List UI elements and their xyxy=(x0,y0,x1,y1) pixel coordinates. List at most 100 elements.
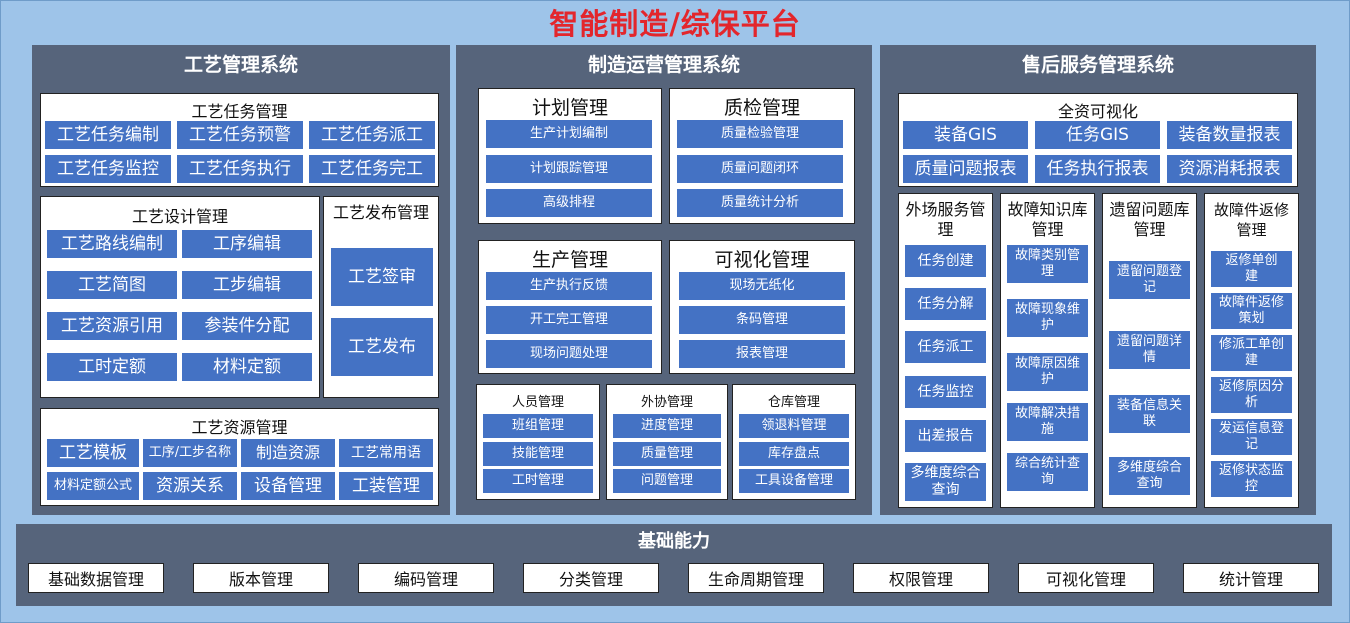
process-task-item[interactable]: 工艺任务完工 xyxy=(308,154,436,184)
quality-item[interactable]: 质量问题闭环 xyxy=(676,154,844,184)
quality-item[interactable]: 质量统计分析 xyxy=(676,188,844,218)
staff-title: 人员管理 xyxy=(511,395,564,410)
plan-panel: 计划管理 生产计划编制 计划跟踪管理 高级排程 xyxy=(478,88,662,224)
outsourcing-item[interactable]: 进度管理 xyxy=(612,413,722,439)
process-design-item[interactable]: 工序编辑 xyxy=(181,229,313,259)
process-publish-panel: 工艺发布管理 工艺签审 工艺发布 xyxy=(323,196,439,398)
plan-item[interactable]: 高级排程 xyxy=(485,188,653,218)
fault-repair-item[interactable]: 返修原因分析 xyxy=(1210,376,1293,414)
process-task-item[interactable]: 工艺任务编制 xyxy=(44,120,172,150)
process-resource-item[interactable]: 制造资源 xyxy=(240,438,336,468)
field-service-item[interactable]: 任务分解 xyxy=(904,287,987,321)
staff-panel: 人员管理 班组管理 技能管理 工时管理 xyxy=(476,384,600,500)
quality-title: 质检管理 xyxy=(723,97,800,119)
process-task-item[interactable]: 工艺任务派工 xyxy=(308,120,436,150)
legacy-issue-panel: 遗留问题库管理 遗留问题登记 遗留问题详情 装备信息关联 多维度综合查询 xyxy=(1102,193,1197,508)
process-design-item[interactable]: 参装件分配 xyxy=(181,311,313,341)
staff-item[interactable]: 工时管理 xyxy=(482,468,594,494)
legacy-issue-item[interactable]: 多维度综合查询 xyxy=(1108,456,1191,496)
fault-knowledge-item[interactable]: 综合统计查询 xyxy=(1006,452,1089,492)
full-visualization-item[interactable]: 质量问题报表 xyxy=(902,154,1029,184)
base-capability-item[interactable]: 编码管理 xyxy=(358,563,494,593)
full-visualization-item[interactable]: 资源消耗报表 xyxy=(1166,154,1293,184)
base-capability-item[interactable]: 生命周期管理 xyxy=(688,563,824,593)
process-task-title: 工艺任务管理 xyxy=(191,102,288,121)
full-visualization-panel: 全资可视化 装备GIS 任务GIS 装备数量报表 质量问题报表 任务执行报表 资… xyxy=(898,93,1298,187)
process-publish-item[interactable]: 工艺发布 xyxy=(330,317,434,377)
legacy-issue-item[interactable]: 遗留问题详情 xyxy=(1108,330,1191,370)
full-visualization-item[interactable]: 任务执行报表 xyxy=(1034,154,1161,184)
field-service-item[interactable]: 多维度综合查询 xyxy=(904,462,987,502)
warehouse-panel: 仓库管理 领退料管理 库存盘点 工具设备管理 xyxy=(732,384,856,500)
process-resource-item[interactable]: 工序/工步名称 xyxy=(142,438,238,468)
process-resource-item[interactable]: 材料定额公式 xyxy=(46,471,140,501)
outsourcing-title: 外协管理 xyxy=(640,395,693,410)
fault-repair-item[interactable]: 修派工单创建 xyxy=(1210,334,1293,372)
fault-repair-item[interactable]: 故障件返修策划 xyxy=(1210,292,1293,330)
field-service-item[interactable]: 任务创建 xyxy=(904,244,987,278)
quality-panel: 质检管理 质量检验管理 质量问题闭环 质量统计分析 xyxy=(669,88,855,224)
field-service-item[interactable]: 任务监控 xyxy=(904,375,987,409)
visual-management-item[interactable]: 条码管理 xyxy=(678,305,846,335)
plan-item[interactable]: 计划跟踪管理 xyxy=(485,154,653,184)
legacy-issue-item[interactable]: 遗留问题登记 xyxy=(1108,260,1191,300)
warehouse-item[interactable]: 库存盘点 xyxy=(738,441,850,467)
process-design-item[interactable]: 工艺资源引用 xyxy=(46,311,178,341)
process-design-item[interactable]: 工时定额 xyxy=(46,352,178,382)
fault-knowledge-item[interactable]: 故障现象维护 xyxy=(1006,298,1089,338)
production-item[interactable]: 生产执行反馈 xyxy=(485,271,653,301)
fault-repair-item[interactable]: 发运信息登记 xyxy=(1210,418,1293,456)
staff-item[interactable]: 技能管理 xyxy=(482,441,594,467)
process-resource-panel: 工艺资源管理 工艺模板 工序/工步名称 制造资源 工艺常用语 材料定额公式 资源… xyxy=(40,408,439,506)
fault-repair-item[interactable]: 返修状态监控 xyxy=(1210,460,1293,498)
platform-title: 智能制造/综保平台 xyxy=(549,7,801,41)
field-service-item[interactable]: 出差报告 xyxy=(904,419,987,453)
full-visualization-item[interactable]: 装备数量报表 xyxy=(1166,120,1293,150)
base-capability-item[interactable]: 版本管理 xyxy=(193,563,329,593)
warehouse-item[interactable]: 工具设备管理 xyxy=(738,468,850,494)
base-capability-item[interactable]: 权限管理 xyxy=(853,563,989,593)
process-resource-item[interactable]: 工艺模板 xyxy=(46,438,140,468)
plan-title: 计划管理 xyxy=(531,97,608,119)
full-visualization-item[interactable]: 装备GIS xyxy=(902,120,1029,150)
fault-repair-item[interactable]: 返修单创建 xyxy=(1210,250,1293,288)
process-design-item[interactable]: 材料定额 xyxy=(181,352,313,382)
fault-knowledge-item[interactable]: 故障原因维护 xyxy=(1006,352,1089,392)
process-publish-item[interactable]: 工艺签审 xyxy=(330,247,434,307)
visual-management-item[interactable]: 报表管理 xyxy=(678,339,846,369)
base-capability-item[interactable]: 统计管理 xyxy=(1183,563,1319,593)
process-design-item[interactable]: 工步编辑 xyxy=(181,270,313,300)
process-design-item[interactable]: 工艺简图 xyxy=(46,270,178,300)
field-service-title: 外场服务管理 xyxy=(905,200,986,239)
process-resource-item[interactable]: 资源关系 xyxy=(142,471,238,501)
warehouse-item[interactable]: 领退料管理 xyxy=(738,413,850,439)
process-task-item[interactable]: 工艺任务监控 xyxy=(44,154,172,184)
outsourcing-item[interactable]: 问题管理 xyxy=(612,468,722,494)
fault-knowledge-title: 故障知识库管理 xyxy=(1007,200,1088,239)
base-capability-item[interactable]: 可视化管理 xyxy=(1018,563,1154,593)
warehouse-title: 仓库管理 xyxy=(767,395,820,410)
fault-knowledge-item[interactable]: 故障类别管理 xyxy=(1006,244,1089,284)
base-capability-item[interactable]: 基础数据管理 xyxy=(28,563,164,593)
staff-item[interactable]: 班组管理 xyxy=(482,413,594,439)
process-task-panel: 工艺任务管理 工艺任务编制 工艺任务预警 工艺任务派工 工艺任务监控 工艺任务执… xyxy=(40,93,439,187)
process-resource-item[interactable]: 设备管理 xyxy=(240,471,336,501)
process-design-item[interactable]: 工艺路线编制 xyxy=(46,229,178,259)
full-visualization-item[interactable]: 任务GIS xyxy=(1034,120,1161,150)
production-item[interactable]: 开工完工管理 xyxy=(485,305,653,335)
outsourcing-item[interactable]: 质量管理 xyxy=(612,441,722,467)
visual-management-item[interactable]: 现场无纸化 xyxy=(678,271,846,301)
quality-item[interactable]: 质量检验管理 xyxy=(676,119,844,149)
field-service-item[interactable]: 任务派工 xyxy=(904,330,987,364)
base-capability-item[interactable]: 分类管理 xyxy=(523,563,659,593)
process-task-item[interactable]: 工艺任务执行 xyxy=(176,154,304,184)
process-management-system: 工艺管理系统 工艺任务管理 工艺任务编制 工艺任务预警 工艺任务派工 工艺任务监… xyxy=(32,45,450,515)
process-resource-title: 工艺资源管理 xyxy=(191,418,288,437)
production-item[interactable]: 现场问题处理 xyxy=(485,339,653,369)
process-task-item[interactable]: 工艺任务预警 xyxy=(176,120,304,150)
fault-knowledge-item[interactable]: 故障解决措施 xyxy=(1006,402,1089,442)
process-resource-item[interactable]: 工艺常用语 xyxy=(338,438,434,468)
plan-item[interactable]: 生产计划编制 xyxy=(485,119,653,149)
process-resource-item[interactable]: 工装管理 xyxy=(338,471,434,501)
legacy-issue-item[interactable]: 装备信息关联 xyxy=(1108,394,1191,434)
